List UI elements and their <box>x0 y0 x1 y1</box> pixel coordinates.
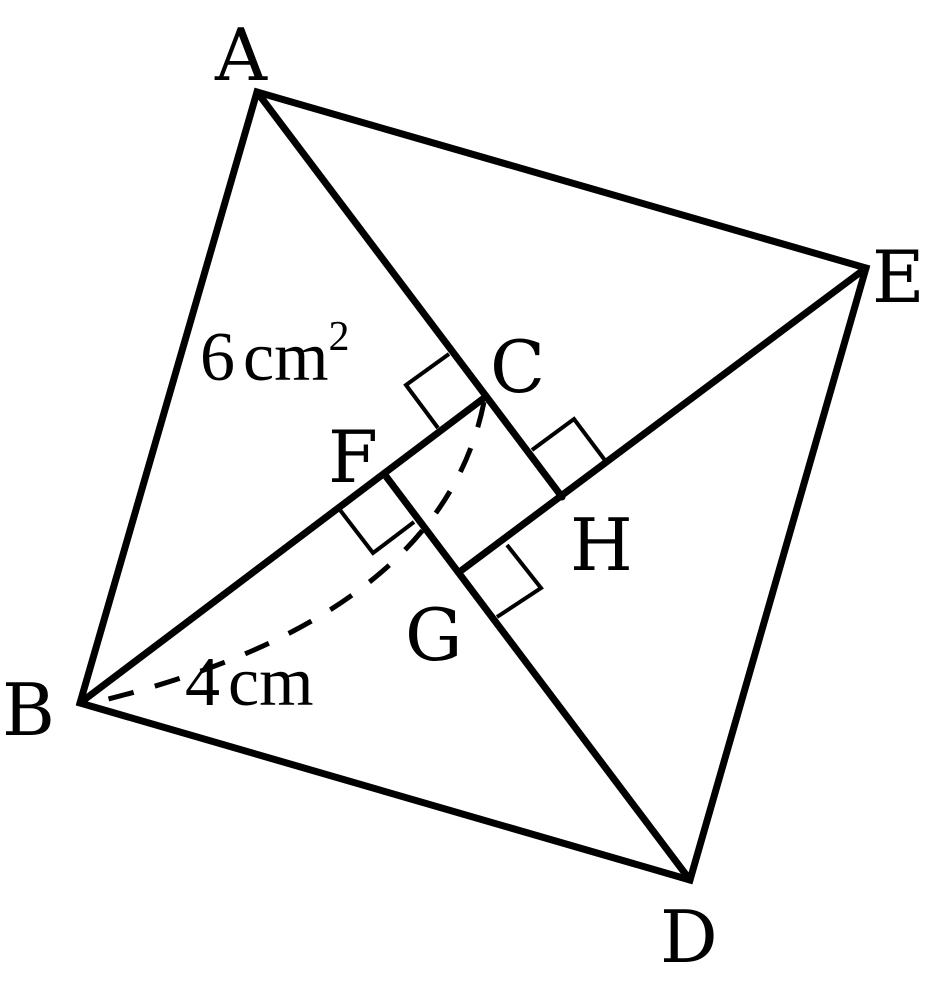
right-angle-mark-H <box>530 416 609 465</box>
area-value: 6 <box>200 319 235 396</box>
label-D: D <box>660 895 718 979</box>
label-B: B <box>2 668 55 752</box>
segment-EG <box>458 264 870 574</box>
right-angle-mark-F <box>338 508 416 556</box>
segment-DF <box>381 471 694 884</box>
label-E: E <box>872 235 925 319</box>
segment-BC <box>76 394 488 707</box>
label-C: C <box>490 325 545 409</box>
label-G: G <box>405 593 463 677</box>
outer-square-ABDE <box>75 87 871 885</box>
area-unit: cm <box>243 319 329 396</box>
right-angle-mark-C <box>403 352 451 430</box>
area-exponent: 2 <box>329 314 350 360</box>
length-unit: cm <box>228 644 314 721</box>
label-A: A <box>214 13 268 97</box>
right-angle-mark-G <box>495 543 544 619</box>
segment-AH <box>253 88 566 501</box>
dashed-arc-BC <box>91 401 487 706</box>
label-F: F <box>328 415 378 499</box>
label-H: H <box>570 503 633 587</box>
length-value: 4 <box>185 644 220 721</box>
